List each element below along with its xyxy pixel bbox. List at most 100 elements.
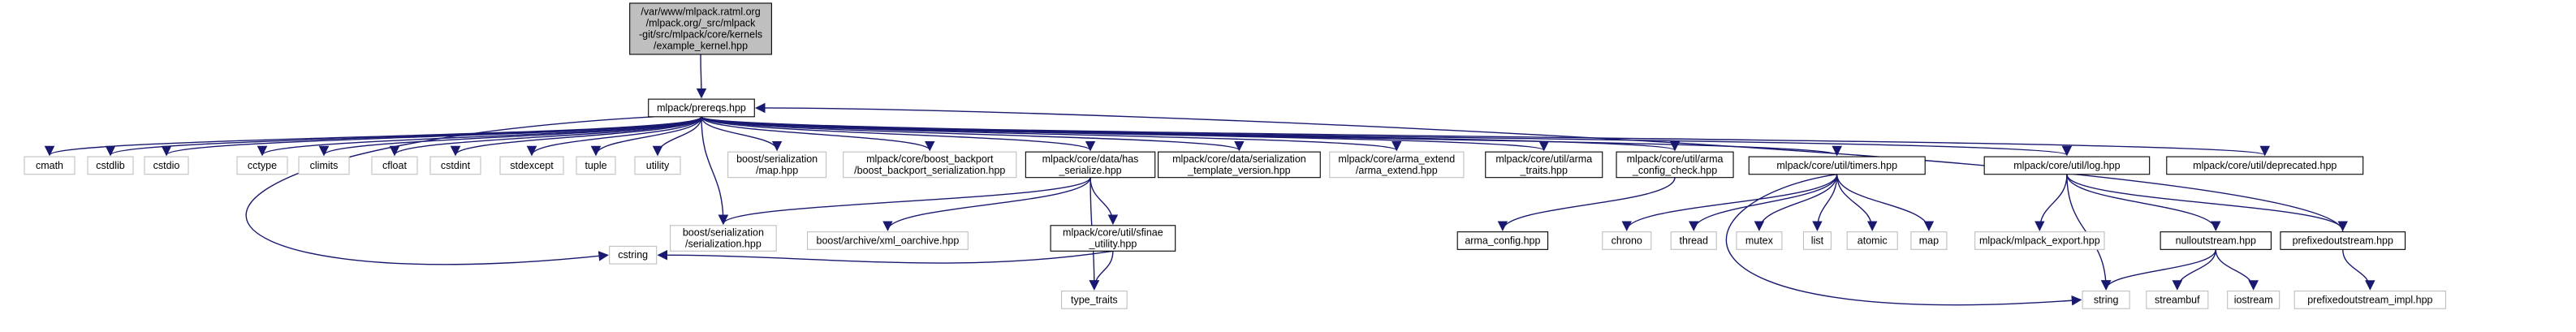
node-string: string <box>2082 290 2130 309</box>
edge-prefixedoutstream-to-prereqs <box>755 102 2344 232</box>
node-label: tuple <box>585 160 606 171</box>
node-box <box>2082 290 2130 309</box>
node-log[interactable]: mlpack/core/util/log.hpp <box>1983 156 2151 175</box>
node-label: cfloat <box>382 160 407 171</box>
node-box <box>1456 231 1549 250</box>
edge-log-to-nulloutstream <box>2066 174 2221 231</box>
node-label: mlpack/core/arma_extend <box>1338 153 1455 165</box>
edge-prereqs-to-climits <box>318 116 702 157</box>
node-has-serialize[interactable]: mlpack/core/data/has_serialize.hpp <box>1025 151 1156 179</box>
node-label: climits <box>310 160 339 171</box>
node-label: /example_kernel.hpp <box>654 40 748 51</box>
node-example-kernel[interactable]: /var/www/mlpack.ratml.org/mlpack.org/_sr… <box>629 2 772 55</box>
node-label: /serialization.hpp <box>685 239 762 250</box>
node-box <box>843 151 1017 179</box>
node-box <box>1748 156 1926 175</box>
node-label: mlpack/core/util/deprecated.hpp <box>2193 160 2337 171</box>
node-type-traits: type_traits <box>1060 290 1128 309</box>
node-ser-template[interactable]: mlpack/core/data/serialization_template_… <box>1158 151 1321 179</box>
node-box <box>2293 290 2447 309</box>
edge-has_serialize-to-xml_oarchive <box>882 177 1091 231</box>
edge-sfinae-to-cstring <box>657 249 1113 264</box>
node-boost-backport: mlpack/core/boost_backport/boost_backpor… <box>843 151 1017 179</box>
node-map: map <box>1910 231 1948 250</box>
node-box <box>1670 231 1717 250</box>
node-atomic: atomic <box>1846 231 1898 250</box>
node-label: atomic <box>1858 235 1888 246</box>
node-label: list <box>1811 235 1824 246</box>
node-label: cstdio <box>153 160 180 171</box>
node-label: utility <box>646 160 670 171</box>
node-label: mlpack/core/boost_backport <box>866 153 994 165</box>
node-label: cstdint <box>441 160 471 171</box>
nodes-layer: /var/www/mlpack.ratml.org/mlpack.org/_sr… <box>24 2 2447 309</box>
node-label: mlpack/core/util/arma <box>1627 153 1724 165</box>
node-box <box>2227 290 2280 309</box>
node-chrono: chrono <box>1602 231 1652 250</box>
node-box <box>298 156 350 175</box>
node-label: _traits.hpp <box>1520 165 1568 176</box>
node-box <box>1158 151 1321 179</box>
node-cstdint: cstdint <box>429 156 481 175</box>
node-sfinae[interactable]: mlpack/core/util/sfinae_utility.hpp <box>1050 225 1176 252</box>
edge-prereqs-to-has_serialize <box>701 116 1096 152</box>
node-label: cctype <box>248 160 277 171</box>
node-box <box>1846 231 1898 250</box>
edges-layer <box>45 54 2375 306</box>
node-label: -git/src/mlpack/core/kernels <box>639 28 762 40</box>
edge-has_serialize-to-sfinae <box>1090 177 1119 226</box>
edge-prereqs-to-timers <box>701 116 1842 157</box>
node-arma-config-check[interactable]: mlpack/core/util/arma_config_check.hpp <box>1616 151 1734 179</box>
node-box <box>629 2 772 55</box>
node-box <box>499 156 564 175</box>
node-mutex: mutex <box>1736 231 1783 250</box>
node-label: cstdlib <box>96 160 124 171</box>
node-prefixedoutstream-impl: prefixedoutstream_impl.hpp <box>2293 290 2447 309</box>
node-label: cmath <box>36 160 63 171</box>
node-label: _config_check.hpp <box>1632 165 1717 176</box>
node-nulloutstream[interactable]: nulloutstream.hpp <box>2160 231 2272 250</box>
edge-prereqs-to-cstdio <box>162 116 702 157</box>
edge-nulloutstream-to-iostream <box>2215 249 2259 291</box>
edge-timers-to-string <box>1725 174 2082 306</box>
node-cmath: cmath <box>24 156 76 175</box>
node-box <box>1802 231 1832 250</box>
node-box <box>2160 231 2272 250</box>
node-stdexcept: stdexcept <box>499 156 564 175</box>
edge-prereqs-to-cctype <box>257 116 702 157</box>
edge-prereqs-to-log <box>701 116 2072 157</box>
node-cfloat: cfloat <box>371 156 418 175</box>
node-label: _serialize.hpp <box>1058 165 1121 176</box>
node-box <box>648 98 755 118</box>
node-iostream: iostream <box>2227 290 2280 309</box>
node-box <box>727 151 827 179</box>
node-box <box>1983 156 2151 175</box>
node-box <box>87 156 134 175</box>
node-prereqs[interactable]: mlpack/prereqs.hpp <box>648 98 755 118</box>
node-prefixedoutstream[interactable]: prefixedoutstream.hpp <box>2280 231 2406 250</box>
node-box <box>24 156 76 175</box>
node-arma-traits[interactable]: mlpack/core/util/arma_traits.hpp <box>1485 151 1603 179</box>
node-label: boost/serialization <box>683 227 764 239</box>
node-timers[interactable]: mlpack/core/util/timers.hpp <box>1748 156 1926 175</box>
node-box <box>144 156 189 175</box>
node-box <box>1974 231 2105 250</box>
node-arma-config[interactable]: arma_config.hpp <box>1456 231 1549 250</box>
edge-prereqs-to-stdexcept <box>526 116 702 157</box>
node-tuple: tuple <box>576 156 616 175</box>
node-label: cstring <box>618 249 648 261</box>
edge-timers-to-map <box>1836 174 1935 231</box>
node-label: iostream <box>2234 294 2273 305</box>
node-label: type_traits <box>1071 294 1118 305</box>
edge-timers-to-thread <box>1688 174 1838 231</box>
node-box <box>236 156 288 175</box>
node-box <box>609 245 658 265</box>
node-box <box>2280 231 2406 250</box>
node-label: streambuf <box>2155 294 2200 305</box>
node-label: stdexcept <box>510 160 554 171</box>
node-deprecated[interactable]: mlpack/core/util/deprecated.hpp <box>2166 156 2364 175</box>
edge-log-to-prefixedoutstream <box>2066 174 2348 231</box>
node-label: boost/archive/xml_oarchive.hpp <box>817 235 960 246</box>
node-box <box>576 156 616 175</box>
